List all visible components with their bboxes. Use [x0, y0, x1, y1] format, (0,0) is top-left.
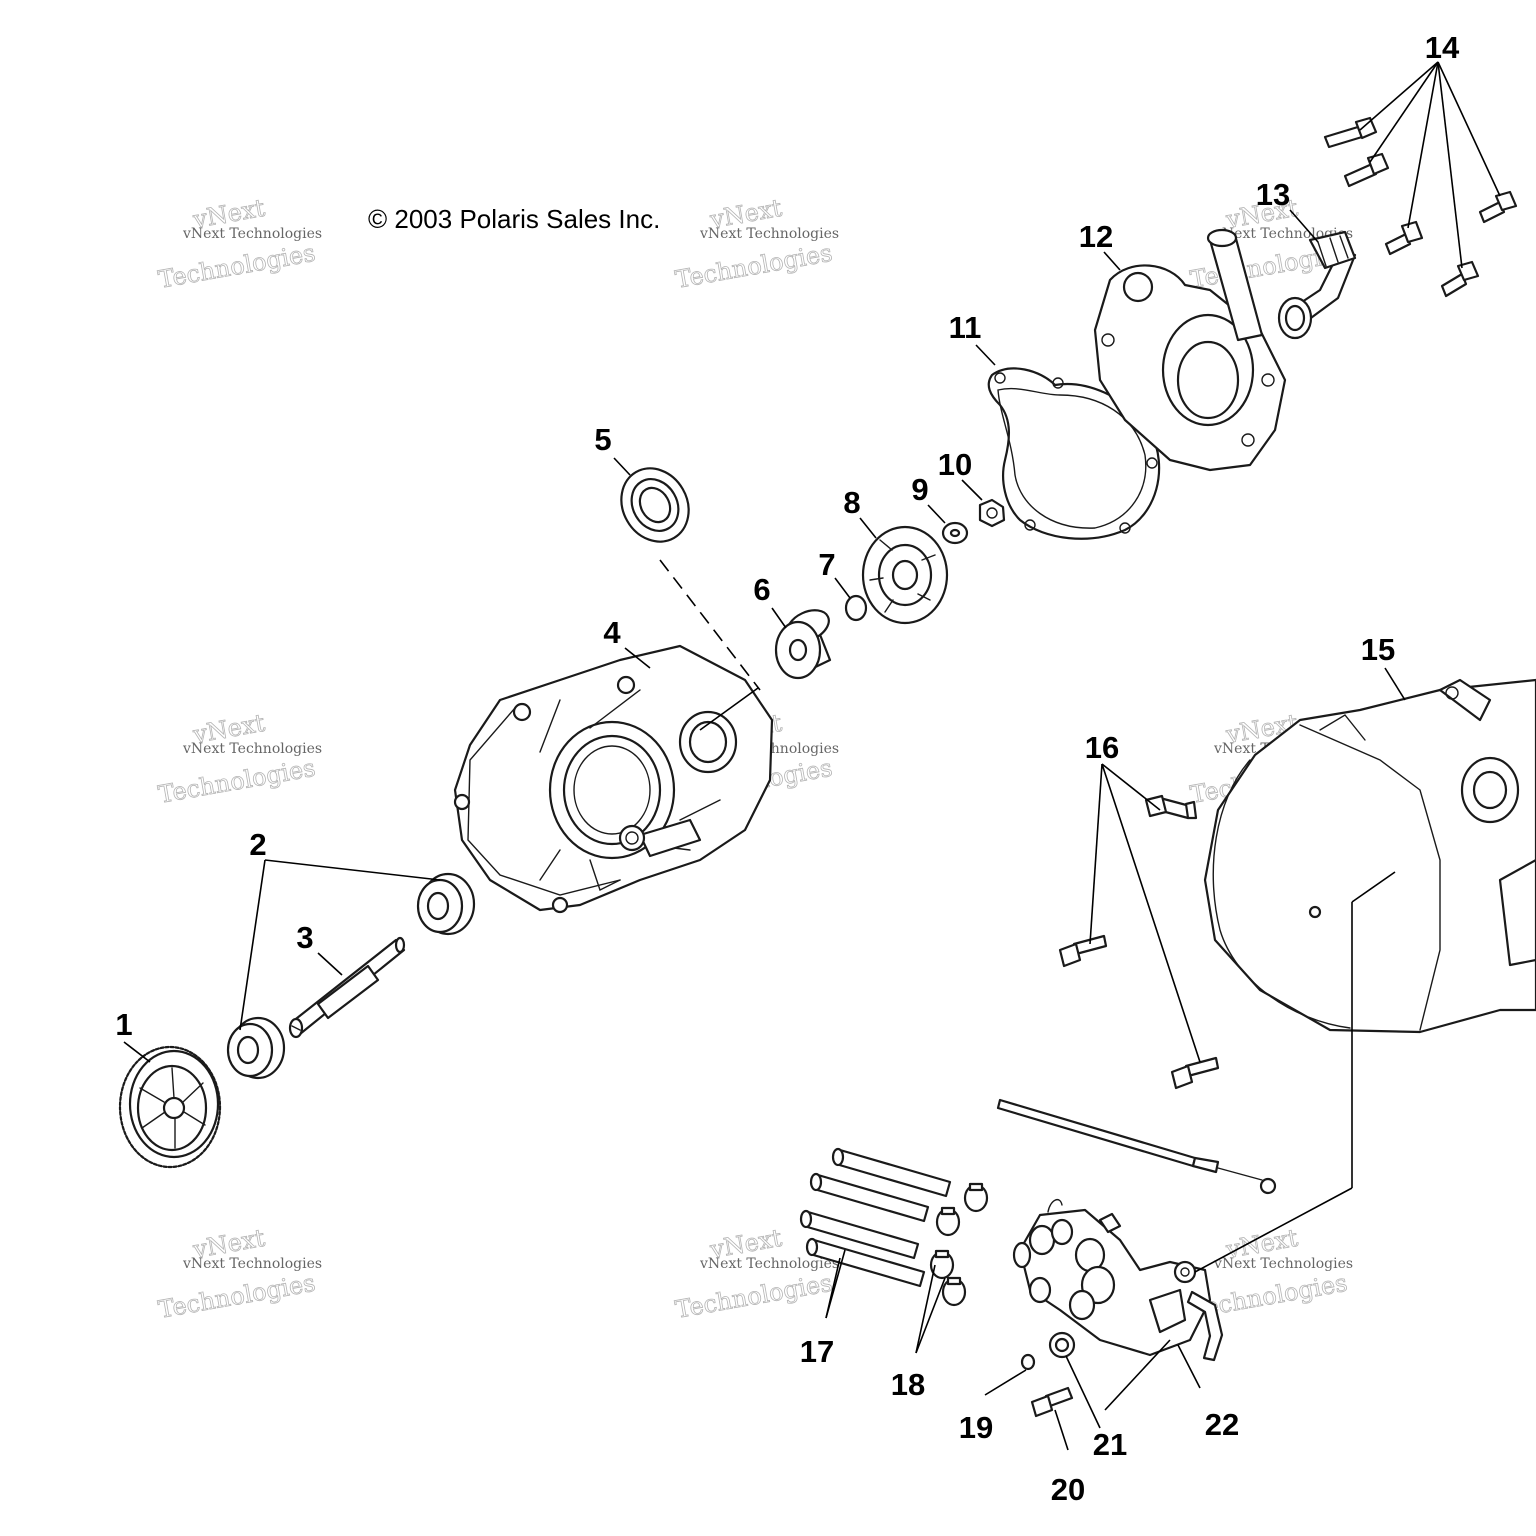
- part-18-clamp: [963, 1182, 989, 1213]
- callout-2: 2: [249, 827, 266, 862]
- cable-assembly: [996, 1098, 1277, 1195]
- callout-15: 15: [1361, 632, 1395, 667]
- callout-7: 7: [818, 547, 835, 582]
- part-17-hose: [809, 1172, 930, 1223]
- callout-19: 19: [959, 1410, 993, 1445]
- alignment-line: [659, 559, 761, 691]
- callout-16: 16: [1085, 730, 1119, 765]
- part-20-bolt: [1030, 1386, 1074, 1418]
- part-16-bolt: [1058, 934, 1108, 968]
- watermark: vNext vNext Technologies Technologies: [673, 193, 839, 294]
- callout-20: 20: [1051, 1472, 1085, 1507]
- svg-text:vNext Technologies: vNext Technologies: [182, 1256, 322, 1272]
- callout-21: 21: [1093, 1427, 1127, 1462]
- alignment-line: [699, 687, 759, 731]
- callout-12: 12: [1079, 219, 1113, 254]
- part-17-hose: [799, 1209, 920, 1260]
- callout-14: 14: [1425, 30, 1460, 65]
- svg-text:Technologies: Technologies: [156, 754, 317, 809]
- svg-text:Technologies: Technologies: [673, 239, 834, 294]
- callout-3: 3: [296, 920, 313, 955]
- part-16-bolt: [1144, 794, 1198, 820]
- part-3-shaft: [288, 936, 406, 1039]
- part-16-bolt: [1170, 1056, 1220, 1090]
- part-14-bolt: [1343, 152, 1390, 188]
- callout-4: 4: [603, 615, 621, 650]
- part-12-pump-cover: [1093, 228, 1287, 472]
- part-17-hose: [805, 1237, 926, 1288]
- svg-text:vNext Technologies: vNext Technologies: [699, 226, 839, 242]
- watermark: vNext vNext Technologies Technologies: [156, 708, 322, 809]
- svg-text:Technologies: Technologies: [156, 239, 317, 294]
- part-19-o-ring: [1020, 1353, 1036, 1371]
- callout-17: 17: [800, 1334, 834, 1369]
- svg-text:vNext Technologies: vNext Technologies: [182, 226, 322, 242]
- part-17-hose: [831, 1147, 952, 1198]
- part-2-bearing-lower: [226, 1016, 286, 1080]
- callout-9: 9: [911, 472, 928, 507]
- part-6-spacer: [774, 609, 832, 680]
- leader-lines: [123, 61, 1501, 1451]
- callout-10: 10: [938, 447, 972, 482]
- callout-11: 11: [949, 310, 982, 345]
- part-2-bearing-upper: [416, 872, 476, 936]
- watermark: vNext vNext Technologies Technologies: [156, 193, 322, 294]
- part-14-bolt: [1384, 220, 1424, 256]
- part-13-elbow-fitting: [1277, 230, 1357, 340]
- callout-6: 6: [753, 572, 770, 607]
- part-14-bolt: [1440, 260, 1480, 298]
- callout-5: 5: [594, 422, 611, 457]
- part-9-washer: [941, 521, 969, 545]
- svg-text:vNext Technologies: vNext Technologies: [1213, 1256, 1353, 1272]
- callout-1: 1: [115, 1007, 132, 1042]
- part-15-engine-cover: [1203, 678, 1536, 1034]
- part-5-seal: [620, 467, 690, 543]
- callout-18: 18: [891, 1367, 925, 1402]
- callout-13: 13: [1256, 177, 1290, 212]
- part-8-impeller: [861, 525, 949, 625]
- part-18-clamp: [941, 1276, 967, 1307]
- svg-text:Technologies: Technologies: [673, 1269, 834, 1324]
- watermark: vNext vNext Technologies Technologies: [156, 1223, 322, 1324]
- part-10-nut: [978, 498, 1006, 528]
- part-18-clamp: [929, 1249, 955, 1280]
- part-21-washer: [1048, 1331, 1076, 1359]
- callout-22: 22: [1205, 1407, 1239, 1442]
- copyright-text: © 2003 Polaris Sales Inc.: [368, 204, 660, 234]
- callout-8: 8: [843, 485, 860, 520]
- part-1-drive-gear: [118, 1045, 222, 1169]
- part-14-bolt: [1478, 190, 1518, 224]
- svg-text:Technologies: Technologies: [156, 1269, 317, 1324]
- part-11-gasket: [987, 367, 1161, 540]
- svg-text:vNext Technologies: vNext Technologies: [699, 1256, 839, 1272]
- part-18-clamp: [935, 1206, 961, 1237]
- svg-text:vNext Technologies: vNext Technologies: [182, 741, 322, 757]
- part-4-pump-housing: [453, 644, 774, 914]
- callout-labels: 1 2 3 4 5 6 7 8 9 10 11 12 13 14 15 16 1…: [115, 30, 1460, 1507]
- part-7-o-ring: [844, 594, 868, 622]
- part-22-oil-pump: [1012, 1198, 1224, 1362]
- part-14-bolt: [1323, 116, 1378, 149]
